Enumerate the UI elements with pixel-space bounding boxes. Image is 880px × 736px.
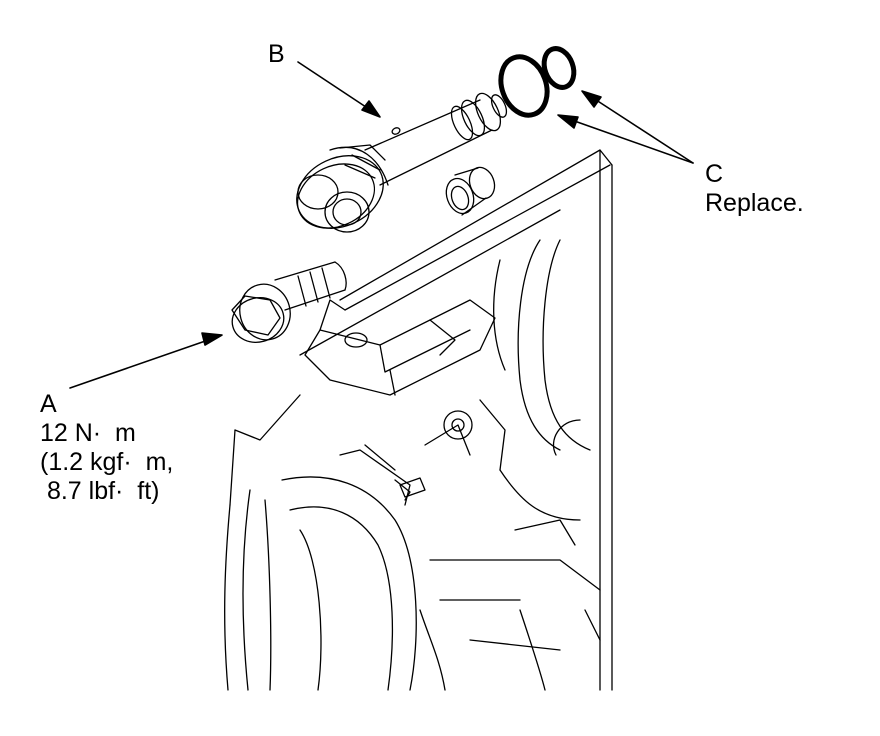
callout-a-label: A 12 N· m (1.2 kgf· m, 8.7 lbf· ft): [40, 390, 173, 506]
callout-c-label: C Replace.: [705, 160, 804, 218]
o-rings: [498, 46, 577, 118]
callout-b-label: B: [268, 40, 285, 68]
callout-c-letter: C: [705, 160, 724, 188]
callout-a-letter: A: [40, 390, 57, 418]
callout-c-note: Replace.: [705, 189, 804, 217]
bushing: [445, 166, 496, 216]
torque-spec-line2: (1.2 kgf· m,: [40, 448, 174, 476]
torque-spec-line1: 12 N· m: [40, 419, 136, 447]
flange-bolt: [231, 261, 347, 343]
engine-block-outline: [224, 149, 613, 691]
torque-spec-line3: 8.7 lbf· ft): [40, 477, 160, 505]
leader-arrows: [69, 61, 694, 389]
pivot-shaft-assembly: [296, 92, 508, 233]
